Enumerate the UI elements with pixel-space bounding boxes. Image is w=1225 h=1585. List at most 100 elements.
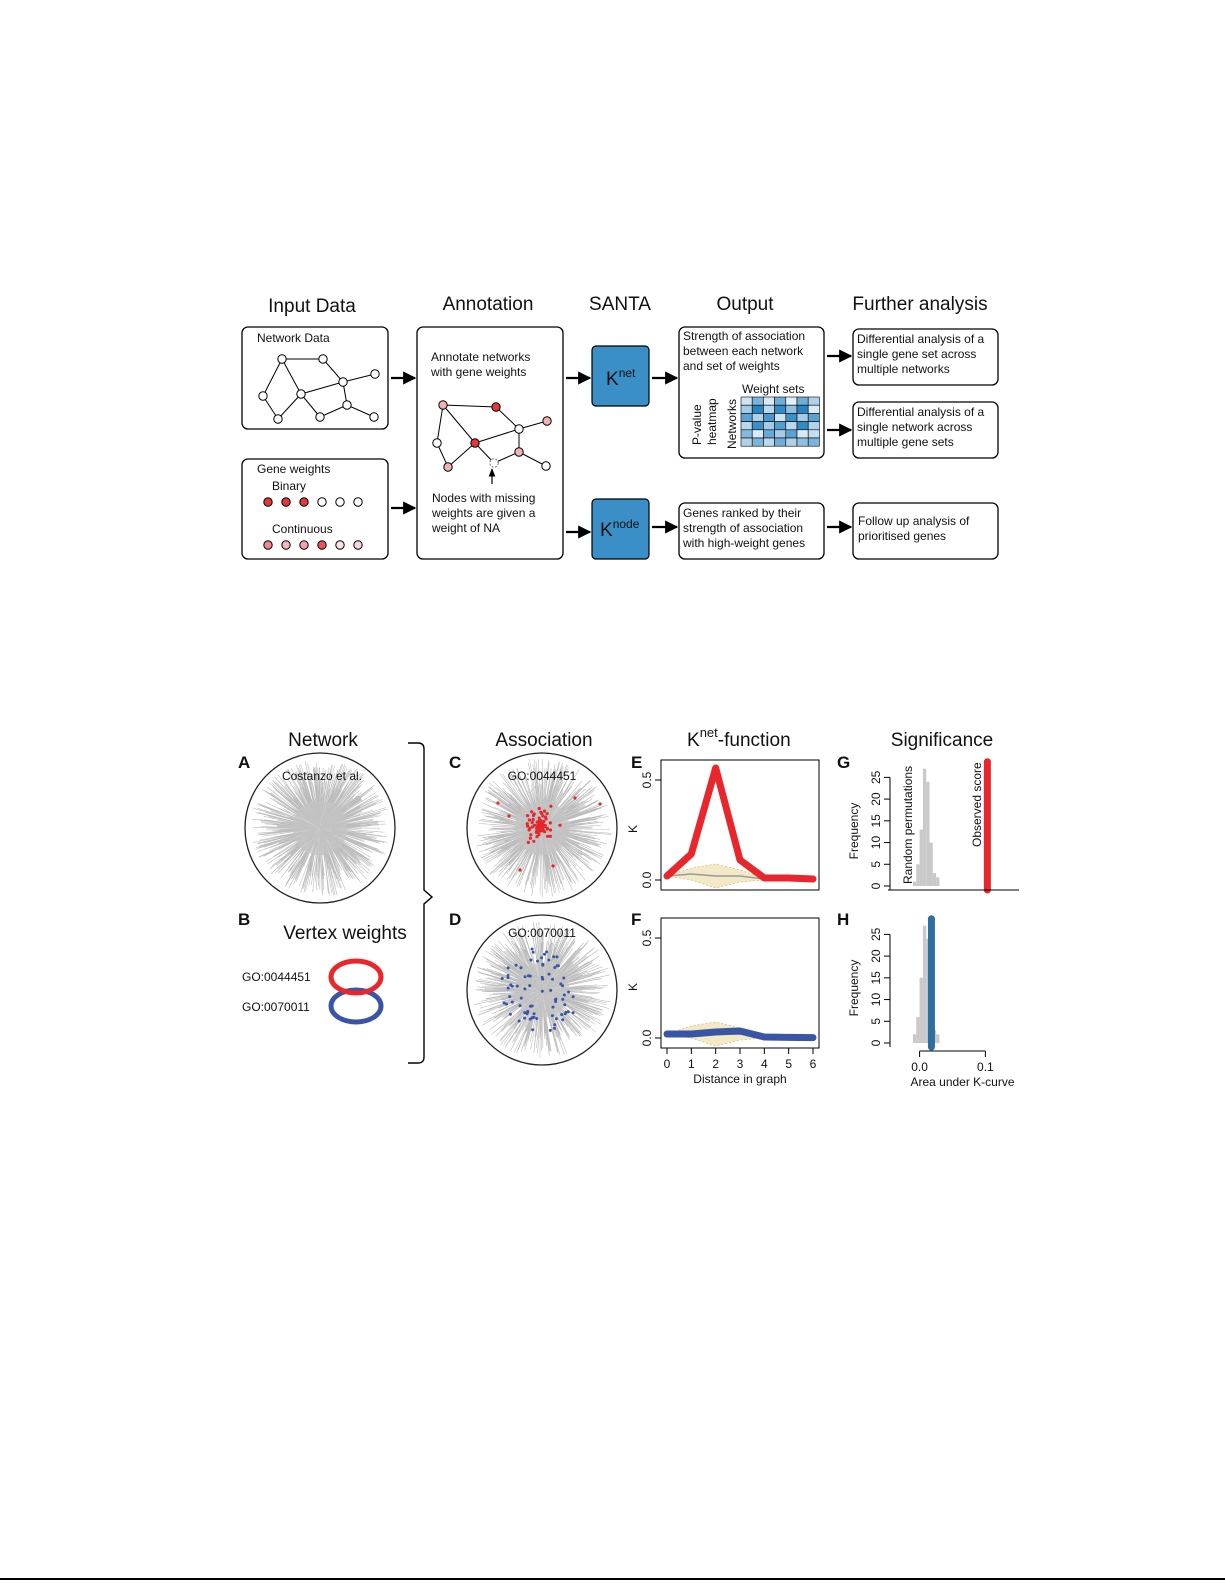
annotated-gene-point <box>531 950 535 954</box>
x-tick-label: 1 <box>688 1057 695 1071</box>
network-graph <box>258 354 380 424</box>
annotated-gene-point <box>551 864 555 868</box>
binary-weight-dots <box>263 497 363 507</box>
histogram-bar <box>922 925 927 1043</box>
annotated-gene-point <box>528 984 532 988</box>
annotated-gene-point <box>540 956 544 960</box>
annotated-gene-point <box>523 1011 527 1015</box>
flow-arrows <box>391 349 853 539</box>
network-node <box>296 389 306 399</box>
heatmap-cell <box>796 413 809 422</box>
binary-dot <box>353 497 363 507</box>
annotated-gene-point <box>523 987 527 991</box>
continuous-dot <box>353 540 363 550</box>
annotated-gene-point <box>528 974 532 978</box>
annotated-gene-point <box>531 813 536 818</box>
header-input-data: Input Data <box>268 296 356 317</box>
further-1-line-3: multiple networks <box>857 362 950 376</box>
annotated-gene-point <box>562 993 566 997</box>
network-node <box>318 354 328 364</box>
vertex-weights-title: Vertex weights <box>283 923 407 944</box>
annotated-gene-point <box>540 811 544 816</box>
annotated-gene-point <box>551 977 554 981</box>
annotated-gene-point <box>529 958 533 962</box>
annotated-gene-point <box>508 1012 512 1016</box>
annotated-gene-point <box>500 977 504 980</box>
continuous-dot <box>263 540 273 550</box>
further-1-line-1: Differential analysis of a <box>857 332 985 346</box>
y-tick-label: 20 <box>869 792 883 806</box>
histogram-bar <box>936 1034 940 1043</box>
annotated-gene-point <box>547 958 551 962</box>
annotation-box: Annotate networks with gene weights Node… <box>416 326 564 560</box>
annotated-node <box>491 402 501 412</box>
x-tick-label: 0.0 <box>911 1060 928 1074</box>
heatmap-cell <box>774 404 787 414</box>
annotated-gene-point <box>545 812 549 816</box>
output-top-line-2: between each network <box>683 344 804 358</box>
annotation-missing-line-3: weight of NA <box>431 521 500 535</box>
annotated-gene-point <box>525 822 529 826</box>
annotated-gene-point <box>544 817 548 821</box>
annotated-gene-point <box>515 984 519 988</box>
network-edge <box>262 358 283 397</box>
knode-box: Knode <box>591 498 650 560</box>
network-edge <box>342 373 376 383</box>
further-box-3: Follow up analysis of prioritised genes <box>852 502 999 560</box>
panel-letter-h: H <box>837 910 849 929</box>
heatmap-cell <box>751 421 764 431</box>
annotated-gene-point <box>555 964 559 968</box>
annotated-gene-point <box>563 1003 567 1007</box>
heatmap-cell <box>740 421 753 431</box>
annotated-gene-point <box>537 833 541 837</box>
annotated-gene-point <box>541 814 545 818</box>
header-network: Network <box>288 730 358 751</box>
annotated-gene-point <box>527 818 532 822</box>
network-edge <box>300 393 321 418</box>
header-santa: SANTA <box>589 294 651 315</box>
network-hairball-a: Costanzo et al. <box>244 752 396 904</box>
annotated-gene-point <box>526 1010 530 1014</box>
further-2-line-1: Differential analysis of a <box>857 405 985 419</box>
panel-letter-d: D <box>449 910 461 929</box>
continuous-weight-dots <box>263 540 363 550</box>
networks-label: Networks <box>725 399 739 449</box>
heatmap-cell <box>785 421 798 431</box>
further-2-line-3: multiple gene sets <box>857 435 954 449</box>
annotated-gene-point <box>507 814 511 818</box>
annotated-gene-point <box>537 816 541 820</box>
annotated-gene-point <box>509 983 513 987</box>
heatmap-cell <box>796 429 809 439</box>
heatmap-cell <box>774 396 787 406</box>
y-tick-label: 0 <box>869 1039 883 1046</box>
header-significance: Significance <box>891 730 993 751</box>
network-edge <box>346 404 375 418</box>
annotated-gene-point <box>517 1019 521 1023</box>
histogram-bar <box>919 829 923 886</box>
y-tick-label: 10 <box>869 993 883 1007</box>
panel-letters: A B C D E F G H <box>238 753 850 929</box>
blue-ring <box>328 987 384 1025</box>
binary-dot <box>263 497 273 507</box>
heatmap-cell <box>763 413 775 422</box>
gene-weights-box: Gene weights Binary Continuous <box>241 458 389 560</box>
histogram-bar <box>932 873 937 886</box>
annotated-gene-point <box>528 836 533 840</box>
weight-sets-label: Weight sets <box>742 382 804 396</box>
annotated-gene-point <box>532 1012 536 1016</box>
annotated-gene-point <box>545 950 549 954</box>
observed-score-label: Observed score <box>970 762 984 847</box>
heatmap-cell <box>796 404 809 414</box>
heatmap-cell <box>796 396 809 406</box>
go-label-c: GO:0044451 <box>508 769 577 783</box>
output-box-bottom: Genes ranked by their strength of associ… <box>678 502 825 560</box>
panel-letter-f: F <box>631 910 641 929</box>
annotated-gene-point <box>536 826 540 831</box>
annotated-node <box>542 416 552 426</box>
annotated-gene-point <box>543 952 546 956</box>
histogram-bar <box>916 1016 920 1043</box>
annotated-gene-point <box>545 826 549 831</box>
network-data-box: Network Data <box>241 326 389 430</box>
heatmap-cell <box>774 437 787 447</box>
